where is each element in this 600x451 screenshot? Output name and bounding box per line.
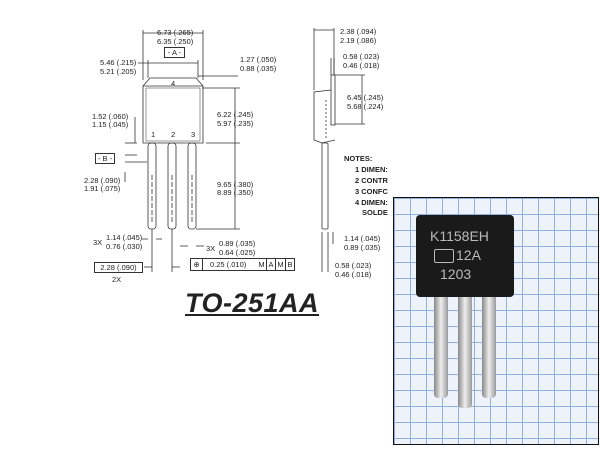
leads-front xyxy=(147,142,197,230)
marking-date-code: 1203 xyxy=(440,266,472,282)
dim-thickness-min: 2.19 (.086) xyxy=(340,36,377,45)
tolerance-frame: ⊕ 0.25 (.010) M A M B xyxy=(190,258,295,271)
dim-lead-length-min: 8.89 (.350) xyxy=(217,188,254,197)
dim-side-height-min: 5.68 (.224) xyxy=(347,102,384,111)
note-item: 3 CONFC xyxy=(355,187,388,196)
note-item: 2 CONTR xyxy=(355,176,388,185)
mmc-modifier: M xyxy=(258,260,265,269)
note-item: 4 DIMEN: xyxy=(355,198,388,207)
mmc-modifier-2: M xyxy=(275,259,285,270)
tolerance-value: 0.25 (.010) xyxy=(210,260,247,269)
pin-label-3: 3 xyxy=(191,130,196,139)
package-body-side xyxy=(313,28,365,272)
pin-label-2: 2 xyxy=(171,130,176,139)
dim-width-max: 6.73 (.265) xyxy=(157,28,194,37)
lead-width-count: 3X xyxy=(93,238,103,247)
dim-lead-thickness-min: 0.46 (.018) xyxy=(335,270,372,279)
dim-pitch: 2.28 (.090) xyxy=(94,262,143,273)
pin-label-4: 4 xyxy=(171,79,176,88)
dim-thickness-max: 2.38 (.094) xyxy=(340,27,377,36)
manufacturer-logo-icon xyxy=(434,249,454,263)
dim-lead-offset-min: 1.91 (.075) xyxy=(84,184,121,193)
note-item: SOLDE xyxy=(362,208,388,217)
component-body xyxy=(416,215,514,297)
component-photo: K1158EH 12A 1203 xyxy=(393,197,599,445)
dim-lead-shoulder-max: 1.14 (.045) xyxy=(344,234,381,243)
dim-side-height-max: 6.45 (.245) xyxy=(347,93,384,102)
datum-a: - A - xyxy=(164,47,185,58)
dim-tab-thickness-max: 1.27 (.050) xyxy=(240,55,277,64)
lead-width2-count: 3X xyxy=(206,244,216,253)
dim-lead-thickness-max: 0.58 (.023) xyxy=(335,261,372,270)
package-title: TO-251AA xyxy=(185,288,320,318)
dim-lead-width2-max: 0.89 (.035) xyxy=(219,239,256,248)
note-item: 1 DIMEN: xyxy=(355,165,388,174)
dim-lead-shoulder-min: 0.89 (.035) xyxy=(344,243,381,252)
dim-tab-thickness-min: 0.88 (.035) xyxy=(240,64,277,73)
dim-lead-offset-max: 2.28 (.090) xyxy=(84,176,121,185)
dim-tab-width-min: 5.21 (.205) xyxy=(100,67,137,76)
datum-ref-b: B xyxy=(285,259,294,270)
dim-tab-max: 0.58 (.023) xyxy=(343,52,380,61)
dim-shoulder-min: 1.15 (.045) xyxy=(92,120,129,129)
notes-title: NOTES: xyxy=(344,154,373,163)
dim-lead-width-min: 0.76 (.030) xyxy=(106,242,143,251)
dim-lead-width-max: 1.14 (.045) xyxy=(106,233,143,242)
marking-rating: 12A xyxy=(456,247,481,263)
dim-shoulder-max: 1.52 (.060) xyxy=(92,112,129,121)
dim-width-min: 6.35 (.250) xyxy=(157,37,194,46)
position-icon: ⊕ xyxy=(191,259,203,270)
dim-tab-min: 0.46 (.018) xyxy=(343,61,380,70)
pitch-count: 2X xyxy=(112,275,122,284)
dim-lead-length-max: 9.65 (.380) xyxy=(217,180,254,189)
pin-label-1: 1 xyxy=(151,130,156,139)
dim-body-height-max: 6.22 (.245) xyxy=(217,110,254,119)
dim-lead-width2-min: 0.64 (.025) xyxy=(219,248,256,257)
datum-b: - B - xyxy=(95,153,115,164)
marking-part-number: K1158EH xyxy=(430,228,489,244)
datum-ref-a: A xyxy=(266,259,275,270)
dim-tab-width-max: 5.46 (.215) xyxy=(100,58,137,67)
dim-body-height-min: 5.97 (.235) xyxy=(217,119,254,128)
